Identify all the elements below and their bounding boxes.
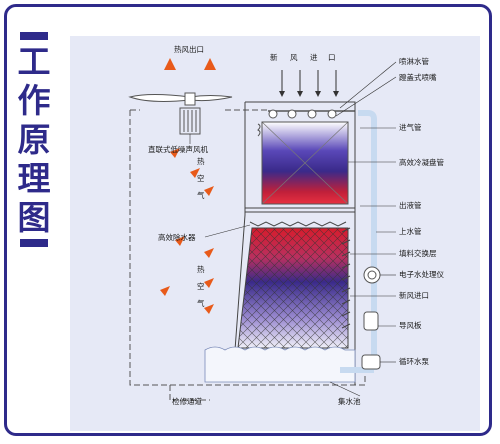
eliminator-leader <box>204 224 251 238</box>
pump-label: 循环水泵 <box>399 356 429 366</box>
eliminator-label: 高效除水器 <box>158 232 196 242</box>
hot-air-label-1: 热 <box>197 156 205 166</box>
fan-label: 直联式低噪声风机 <box>148 144 208 154</box>
guide-plate-label: 导风板 <box>399 320 422 330</box>
fresh-air-inlet-label: 新风进口 <box>399 290 429 300</box>
nozzle-label: 蹬盖式喷嘴 <box>399 72 437 82</box>
fill-media <box>237 227 349 349</box>
side-title: 工 作 原 理 图 <box>14 30 54 249</box>
spray-pipe-label: 喷淋水管 <box>399 56 429 66</box>
fresh-air-top-label-1: 新 <box>270 52 278 62</box>
louvers <box>341 227 351 329</box>
fresh-air-top-label-4: 口 <box>328 53 336 62</box>
spray-pipe <box>268 109 355 119</box>
water-basin <box>204 346 356 383</box>
outlet-pipe-label: 出液管 <box>399 200 422 210</box>
fresh-air-top-label-3: 进 <box>310 53 318 62</box>
hot-air-label-2: 空 <box>197 173 205 183</box>
fan-icon <box>128 92 233 135</box>
water-pipe <box>340 110 381 373</box>
water-pipe-label: 上水管 <box>399 226 422 236</box>
hot-air-label-5: 空 <box>197 281 205 291</box>
title-char: 工 <box>17 42 51 81</box>
inner-tower <box>234 101 356 385</box>
fresh-air-top-label-2: 风 <box>290 53 298 62</box>
title-char: 图 <box>17 198 51 237</box>
hot-air-arrows <box>160 148 214 314</box>
hot-air-label-3: 气 <box>197 190 205 200</box>
eliminator <box>249 221 347 227</box>
fresh-air-inlet-top-arrows <box>279 70 339 97</box>
title-char: 理 <box>17 159 51 198</box>
hot-air-label-6: 气 <box>197 298 205 308</box>
basin-label: 集水池 <box>338 396 361 406</box>
inspection-label: 检修通道 <box>172 396 202 406</box>
condenser-coil <box>257 121 349 205</box>
hot-air-outlet-arrows <box>164 58 216 70</box>
title-char: 作 <box>17 81 51 120</box>
hot-air-label-4: 热 <box>197 264 205 274</box>
fill-label: 填料交换层 <box>399 248 437 258</box>
right-leaders <box>329 61 397 397</box>
title-bracket-bottom <box>20 239 48 247</box>
title-bracket-top <box>20 32 48 40</box>
title-char: 原 <box>17 120 51 159</box>
water-treatment-label: 电子水处理仪 <box>399 269 444 279</box>
inlet-pipe-label: 进气管 <box>399 122 422 132</box>
condenser-label: 高效冷凝盘管 <box>399 157 444 167</box>
hot-air-outlet-label: 热风出口 <box>174 44 204 54</box>
